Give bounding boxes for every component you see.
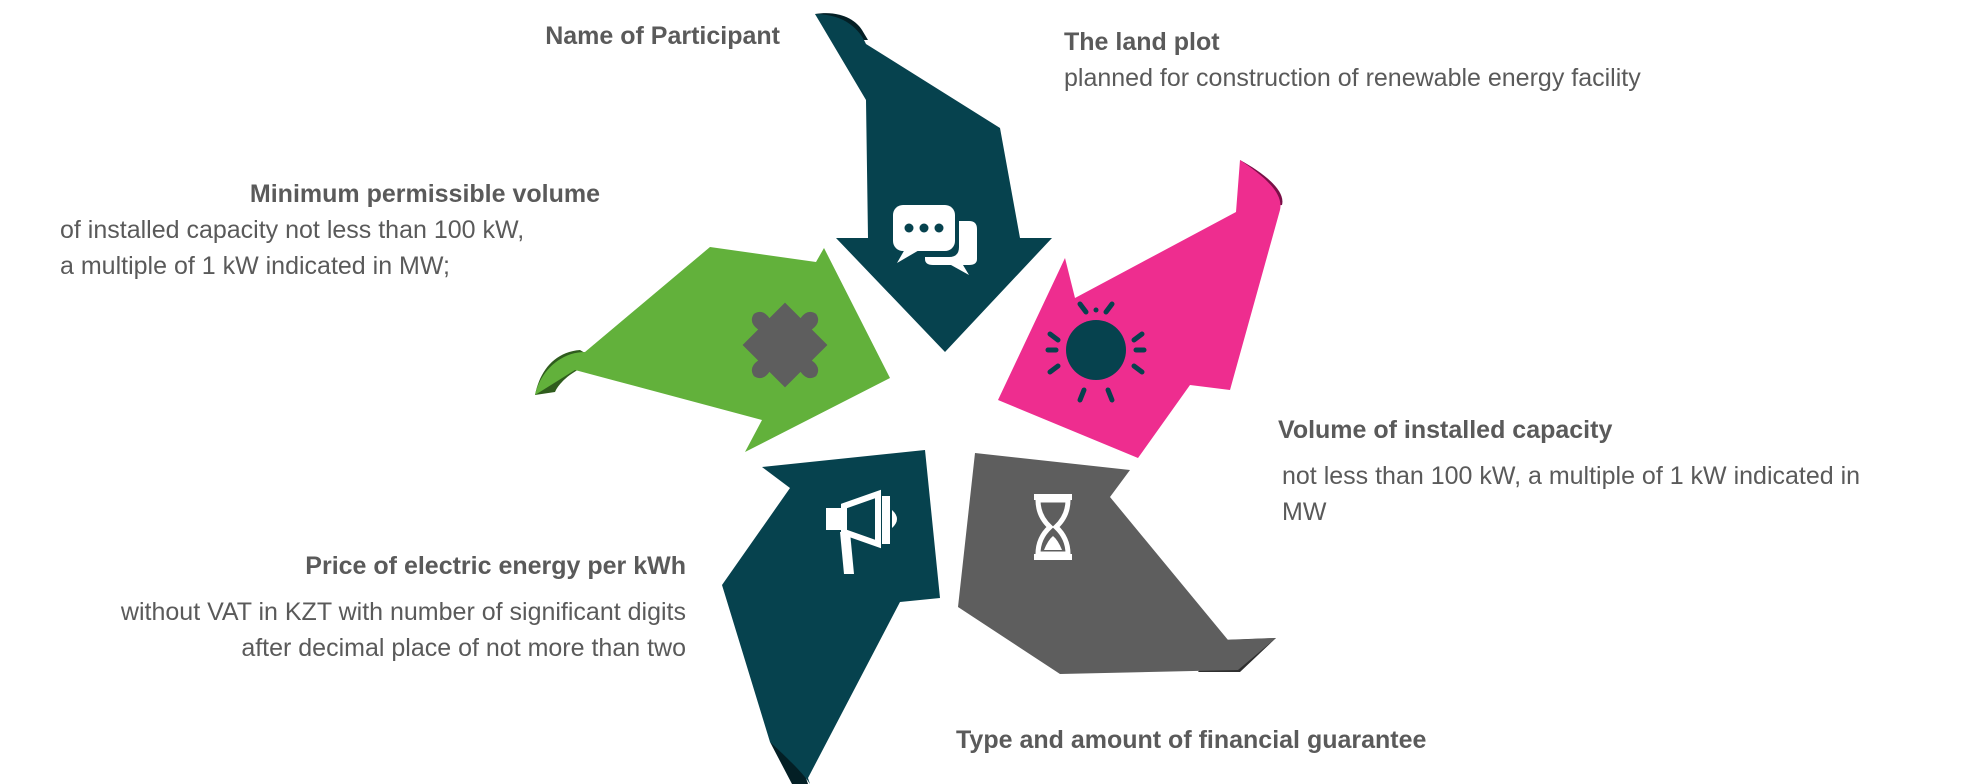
label-guarantee: Type and amount of financial guarantee	[956, 722, 1656, 758]
volume-title: Volume of installed capacity	[1278, 416, 1613, 444]
price-desc-1: without VAT in KZT with number of signif…	[120, 598, 686, 626]
volume-desc-2: MW	[1282, 498, 1327, 526]
sun-icon	[1045, 301, 1147, 403]
chat-bubbles-icon	[893, 205, 977, 275]
price-desc-2: after decimal place of not more than two	[241, 634, 686, 662]
label-minimum: Minimum permissible volume of installed …	[40, 176, 600, 284]
land-desc: planned for construction of renewable en…	[1064, 64, 1641, 92]
arrow-right-pink	[998, 160, 1283, 458]
minimum-title: Minimum permissible volume	[249, 180, 600, 208]
hourglass-icon	[1034, 494, 1072, 560]
arrow-right-body	[998, 160, 1281, 458]
puzzle-icon	[742, 302, 828, 388]
minimum-desc-1: of installed capacity not less than 100 …	[60, 216, 525, 244]
arrow-bottomright-gray	[958, 453, 1276, 674]
arrow-left-green	[535, 247, 890, 452]
volume-desc-1: not less than 100 kW, a multiple of 1 kW…	[1282, 462, 1861, 490]
participant-title: Name of Participant	[545, 22, 780, 50]
guarantee-title: Type and amount of financial guarantee	[956, 726, 1427, 754]
price-title: Price of electric energy per kWh	[305, 552, 686, 580]
arrow-top-body	[815, 14, 1052, 352]
arrow-bottomright-body	[958, 453, 1276, 674]
land-title: The land plot	[1064, 28, 1220, 56]
arrow-left-body	[535, 247, 890, 452]
arrow-bottomleft-fold	[770, 742, 808, 784]
label-land: The land plot planned for construction o…	[1064, 24, 1824, 96]
label-volume: Volume of installed capacity not less th…	[1278, 412, 1964, 530]
megaphone-icon	[826, 489, 897, 574]
arrow-top-teal	[815, 13, 1052, 352]
arrow-bottomleft-body	[722, 450, 940, 784]
label-price: Price of electric energy per kWh without…	[0, 548, 686, 666]
arrow-bottomleft-teal	[722, 450, 940, 784]
minimum-desc-2: a multiple of 1 kW indicated in MW;	[60, 252, 450, 280]
label-participant: Name of Participant	[480, 18, 780, 54]
center-star	[890, 352, 998, 453]
